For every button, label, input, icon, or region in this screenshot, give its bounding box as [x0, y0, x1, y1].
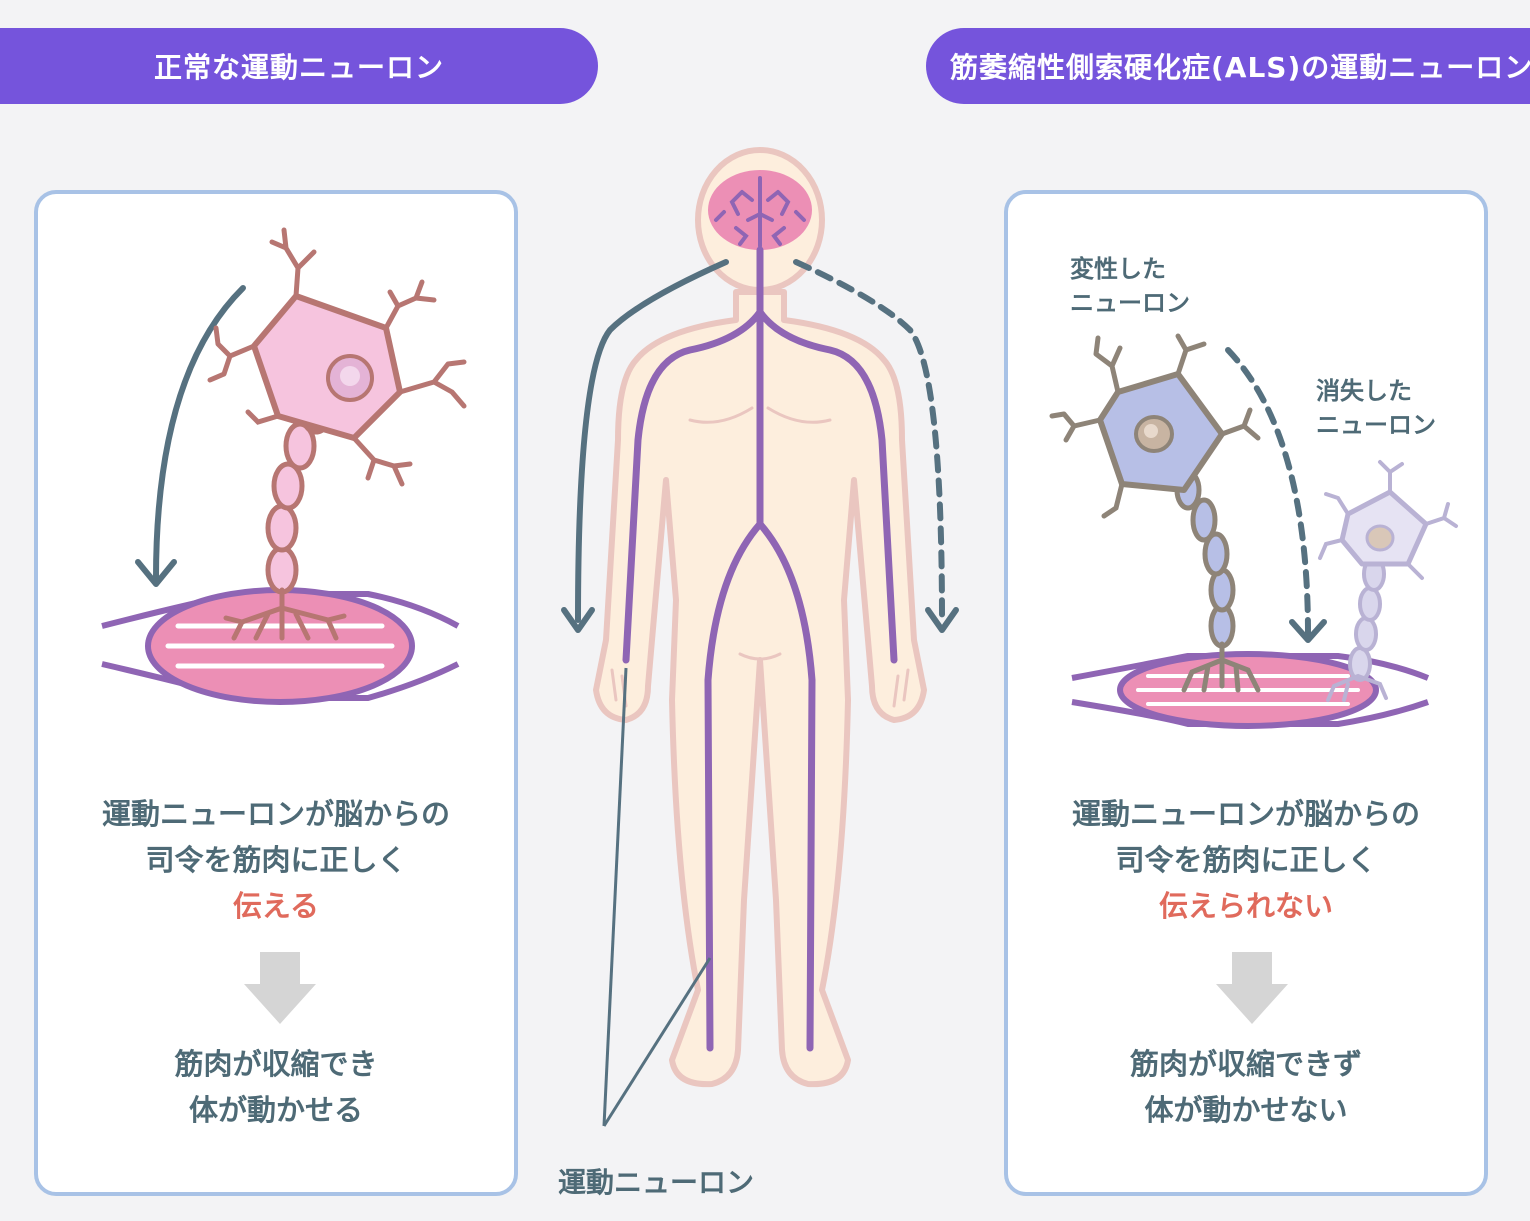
normal-description-line2: 司令を筋肉に正しく — [145, 843, 407, 877]
muscle — [101, 587, 460, 705]
body-silhouette — [593, 147, 927, 1088]
normal-description: 運動ニューロンが脳からの 司令を筋肉に正しく 伝える — [38, 791, 514, 929]
normal-signal-arrow — [575, 259, 729, 623]
body-details — [610, 406, 910, 708]
header-als-text: 筋萎縮性側索硬化症(ALS)の運動ニューロン — [950, 51, 1530, 84]
degenerated-neuron-body — [1097, 371, 1225, 493]
normal-signal-arrowhead — [561, 607, 595, 633]
motor-neuron-label: 運動ニューロン — [558, 1166, 755, 1199]
normal-highlight-text: 伝える — [232, 889, 320, 923]
axon-terminals — [223, 587, 347, 641]
als-result-line2: 体が動かせない — [1144, 1093, 1348, 1127]
als-panel: 変性した ニューロン 消失した ニューロン 運動ニューロンが脳からの 司令を筋肉… — [1004, 190, 1488, 1196]
brain — [708, 170, 812, 250]
normal-result: 筋肉が収縮でき 体が動かせる — [38, 1041, 514, 1133]
als-result-line1: 筋肉が収縮できず — [1129, 1047, 1362, 1081]
normal-neuron-illustration — [101, 227, 467, 1024]
header-normal-text: 正常な運動ニューロン — [153, 51, 444, 84]
als-result: 筋肉が収縮できず 体が動かせない — [1008, 1041, 1484, 1133]
motor-neuron-pathways — [622, 246, 898, 1052]
lost-neuron — [1318, 460, 1458, 702]
normal-panel: 運動ニューロンが脳からの 司令を筋肉に正しく 伝える 筋肉が収縮でき 体が動かせ… — [34, 190, 518, 1196]
als-highlight-text: 伝えられない — [1158, 889, 1333, 923]
degenerated-axon-terminals — [1181, 641, 1261, 693]
normal-result-line2: 体が動かせる — [188, 1093, 363, 1127]
degenerated-axon — [1174, 469, 1236, 649]
signal-arrowhead — [135, 559, 177, 587]
blocked-signal-arrowhead — [925, 607, 959, 633]
muscle — [1071, 651, 1430, 729]
lost-neuron-label: 消失した ニューロン — [1316, 374, 1436, 442]
dendrites — [207, 227, 467, 487]
als-description-line2: 司令を筋肉に正しく — [1115, 843, 1377, 877]
als-neuron-illustration — [1049, 333, 1458, 1024]
result-down-arrow — [244, 952, 316, 1024]
als-description-line1: 運動ニューロンが脳からの — [1071, 797, 1420, 831]
header-als-motor-neuron: 筋萎縮性側索硬化症(ALS)の運動ニューロン — [926, 28, 1530, 104]
header-normal-motor-neuron: 正常な運動ニューロン — [0, 28, 598, 104]
lost-label-line1: 消失した — [1316, 377, 1412, 405]
degenerated-dendrites — [1049, 333, 1261, 519]
signal-arrow — [153, 285, 246, 581]
motor-neuron-leader-lines — [602, 667, 712, 1127]
blocked-signal-arrow — [793, 259, 945, 623]
normal-description-line1: 運動ニューロンが脳からの — [101, 797, 450, 831]
degenerated-label-line1: 変性した — [1070, 255, 1166, 283]
blocked-signal-arrow — [1225, 347, 1311, 637]
result-down-arrow — [1216, 952, 1288, 1024]
normal-result-line1: 筋肉が収縮でき — [174, 1047, 378, 1081]
lost-label-line2: ニューロン — [1316, 411, 1436, 439]
degenerated-label-line2: ニューロン — [1070, 289, 1190, 317]
als-description: 運動ニューロンが脳からの 司令を筋肉に正しく 伝えられない — [1008, 791, 1484, 929]
degenerated-neuron-label: 変性した ニューロン — [1070, 252, 1190, 320]
blocked-signal-arrowhead — [1289, 619, 1327, 643]
